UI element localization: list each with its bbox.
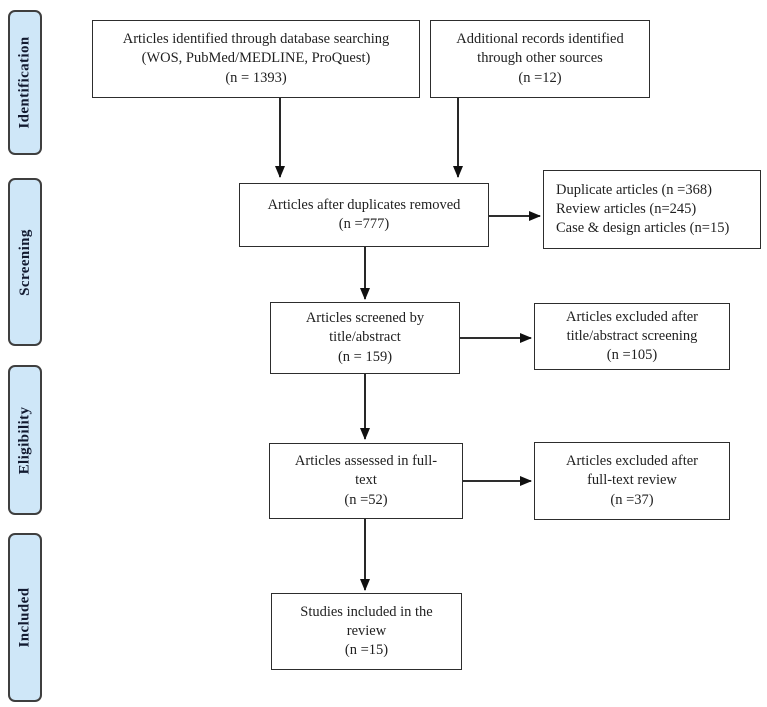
box-fulltext-assessed-line: (n =52) bbox=[344, 491, 388, 508]
box-other-sources: Additional records identified through ot… bbox=[430, 20, 650, 98]
box-fulltext-assessed: Articles assessed in full- text (n =52) bbox=[269, 443, 463, 519]
box-excluded-screening: Articles excluded after title/abstract s… bbox=[534, 303, 730, 370]
box-duplicates-removed-line: Articles after duplicates removed bbox=[267, 196, 461, 213]
box-excluded-fulltext: Articles excluded after full-text review… bbox=[534, 442, 730, 520]
box-screened-line: Articles screened by bbox=[305, 310, 425, 327]
box-excluded-fulltext-line: Articles excluded after bbox=[565, 453, 699, 470]
box-fulltext-assessed-line: text bbox=[355, 472, 377, 489]
box-screened-line: (n = 159) bbox=[337, 348, 393, 365]
stage-eligibility: Eligibility bbox=[8, 365, 42, 515]
box-removed-reasons: Duplicate articles (n =368) Review artic… bbox=[543, 170, 761, 249]
box-excluded-screening-line: title/abstract screening bbox=[566, 327, 698, 344]
box-excluded-screening-line: (n =105) bbox=[606, 347, 658, 364]
box-excluded-screening-line: Articles excluded after bbox=[565, 308, 699, 325]
box-excluded-fulltext-line: full-text review bbox=[587, 472, 677, 489]
box-included-studies-line: (n =15) bbox=[344, 642, 389, 659]
box-screened-line: title/abstract bbox=[329, 329, 401, 346]
box-database-search-line: (n = 1393) bbox=[225, 69, 287, 86]
box-removed-reasons-line: Review articles (n=245) bbox=[556, 200, 697, 217]
box-included-studies: Studies included in the review (n =15) bbox=[271, 593, 462, 670]
stage-identification-label: Identification bbox=[16, 36, 33, 129]
box-excluded-fulltext-line: (n =37) bbox=[610, 491, 654, 508]
stage-identification: Identification bbox=[8, 10, 42, 155]
box-other-sources-line: Additional records identified bbox=[456, 31, 624, 48]
stage-included-label: Included bbox=[16, 587, 33, 648]
stage-screening-label: Screening bbox=[16, 228, 33, 296]
box-duplicates-removed: Articles after duplicates removed (n =77… bbox=[239, 183, 489, 247]
box-removed-reasons-line: Case & design articles (n=15) bbox=[556, 220, 730, 237]
box-database-search-line: Articles identified through database sea… bbox=[122, 31, 390, 48]
box-included-studies-line: review bbox=[346, 622, 387, 639]
box-removed-reasons-line: Duplicate articles (n =368) bbox=[556, 181, 712, 198]
stage-included: Included bbox=[8, 533, 42, 702]
box-included-studies-line: Studies included in the bbox=[300, 603, 433, 620]
box-other-sources-line: through other sources bbox=[477, 50, 603, 67]
box-screened: Articles screened by title/abstract (n =… bbox=[270, 302, 460, 374]
stage-screening: Screening bbox=[8, 178, 42, 346]
stage-eligibility-label: Eligibility bbox=[16, 406, 33, 474]
box-database-search-line: (WOS, PubMed/MEDLINE, ProQuest) bbox=[141, 50, 371, 67]
box-other-sources-line: (n =12) bbox=[518, 69, 562, 86]
box-database-search: Articles identified through database sea… bbox=[92, 20, 420, 98]
box-duplicates-removed-line: (n =777) bbox=[338, 216, 390, 232]
box-fulltext-assessed-line: Articles assessed in full- bbox=[294, 453, 438, 470]
